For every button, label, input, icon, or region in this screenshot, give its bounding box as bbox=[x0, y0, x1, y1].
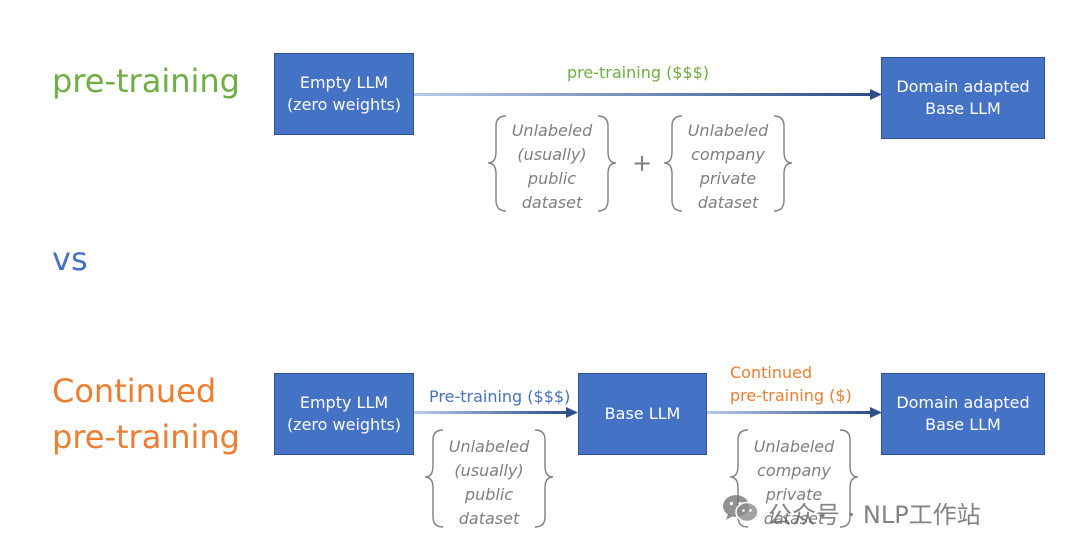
vs-label: vs bbox=[52, 240, 88, 278]
dataset-line: dataset bbox=[458, 509, 520, 528]
dataset-line: company bbox=[691, 145, 765, 164]
bottom-private-dataset: Unlabeled company private dataset bbox=[744, 435, 844, 531]
dataset-line: public bbox=[464, 485, 514, 504]
side-label-line: Continued bbox=[52, 372, 217, 410]
bottom-continued-arrow bbox=[707, 407, 882, 418]
bottom-empty-llm-box: Empty LLM (zero weights) bbox=[274, 373, 414, 455]
dataset-line: Unlabeled bbox=[753, 437, 835, 456]
top-empty-llm-box: Empty LLM (zero weights) bbox=[274, 53, 414, 135]
dataset-line: company bbox=[757, 461, 831, 480]
box-line: Base LLM bbox=[925, 99, 1001, 118]
watermark: 公众号 · NLP工作站 bbox=[722, 493, 981, 531]
dataset-line: dataset bbox=[697, 193, 759, 212]
bottom-base-llm-box: Base LLM bbox=[578, 373, 707, 455]
dataset-line: (usually) bbox=[454, 461, 524, 480]
box-line: (zero weights) bbox=[286, 415, 402, 434]
box-line: Empty LLM bbox=[299, 393, 389, 412]
top-private-brace bbox=[663, 115, 793, 212]
pretraining-side-label: pre-training bbox=[52, 62, 240, 100]
bottom-domain-adapted-box: Domain adapted Base LLM bbox=[881, 373, 1045, 455]
dataset-line: Unlabeled bbox=[687, 121, 769, 140]
bottom-public-dataset: Unlabeled (usually) public dataset bbox=[439, 435, 539, 531]
watermark-text: 公众号 · NLP工作站 bbox=[768, 500, 981, 529]
top-private-dataset: Unlabeled company private dataset bbox=[678, 119, 778, 215]
top-arrow-label: pre-training ($$$) bbox=[567, 63, 710, 82]
plus-sign: + bbox=[632, 149, 653, 177]
dataset-line: Unlabeled bbox=[511, 121, 593, 140]
dataset-line: Unlabeled bbox=[448, 437, 530, 456]
dataset-line: private bbox=[699, 169, 757, 188]
top-domain-adapted-box: Domain adapted Base LLM bbox=[881, 57, 1045, 139]
dataset-line: dataset bbox=[521, 193, 583, 212]
box-line: Domain adapted bbox=[896, 393, 1030, 412]
arrow-label-line: Continued bbox=[730, 363, 813, 382]
bottom-pretraining-label: Pre-training ($$$) bbox=[429, 387, 571, 406]
arrow-label-line: pre-training ($) bbox=[730, 386, 852, 405]
box-line: (zero weights) bbox=[286, 95, 402, 114]
bottom-continued-label: Continued pre-training ($) bbox=[730, 361, 852, 407]
top-pretraining-arrow bbox=[414, 89, 882, 100]
side-label-line: pre-training bbox=[52, 418, 240, 456]
bottom-public-brace bbox=[424, 429, 554, 528]
dataset-line: dataset bbox=[763, 509, 825, 528]
bottom-private-brace bbox=[729, 429, 859, 528]
dataset-line: private bbox=[765, 485, 823, 504]
box-line: Base LLM bbox=[604, 404, 681, 423]
top-public-dataset: Unlabeled (usually) public dataset bbox=[502, 119, 602, 215]
dataset-line: (usually) bbox=[517, 145, 587, 164]
bottom-pretraining-arrow bbox=[414, 407, 578, 418]
box-line: Base LLM bbox=[925, 415, 1001, 434]
wechat-icon bbox=[722, 493, 760, 531]
box-line: Domain adapted bbox=[896, 77, 1030, 96]
continued-pretraining-side-label: Continued pre-training bbox=[52, 368, 240, 460]
box-line: Empty LLM bbox=[299, 73, 389, 92]
top-public-brace bbox=[487, 115, 617, 212]
dataset-line: public bbox=[527, 169, 577, 188]
